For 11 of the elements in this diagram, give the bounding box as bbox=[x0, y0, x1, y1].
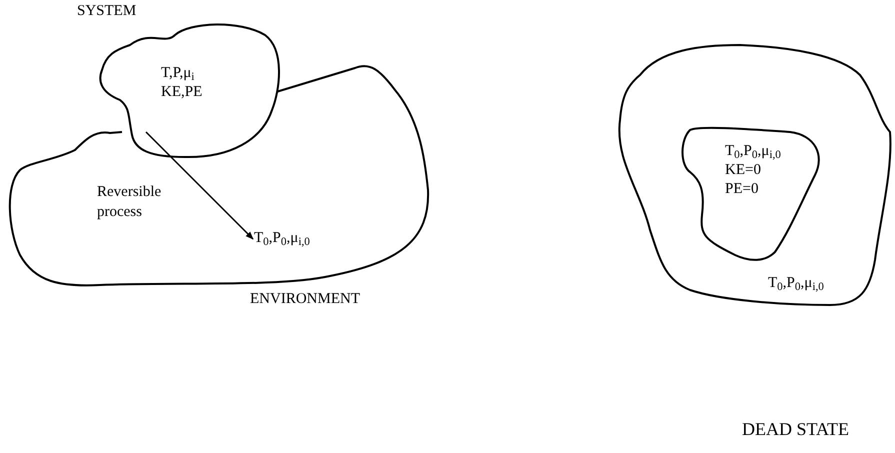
node-caption: ENVIRONMENT bbox=[250, 292, 360, 307]
node-text: T$_{0}$,P$_{0}$,μ$_{i,0}$ bbox=[725, 144, 781, 159]
node-text: KE=0 bbox=[725, 163, 761, 178]
node-text: T$_{0}$,P$_{0}$,μ$_{i,0}$ bbox=[254, 231, 310, 246]
node-caption: SYSTEM bbox=[77, 4, 136, 19]
node-text: T$_{0}$,P$_{0}$,μ$_{i,0}$ bbox=[768, 276, 824, 291]
diagram-label: DEAD STATE bbox=[742, 420, 850, 438]
node-text: PE=0 bbox=[725, 182, 758, 197]
node-text: KE,PE bbox=[161, 85, 202, 100]
node-text: T,P,μ$_{i}$ bbox=[161, 66, 194, 81]
arrow bbox=[145, 131, 254, 240]
